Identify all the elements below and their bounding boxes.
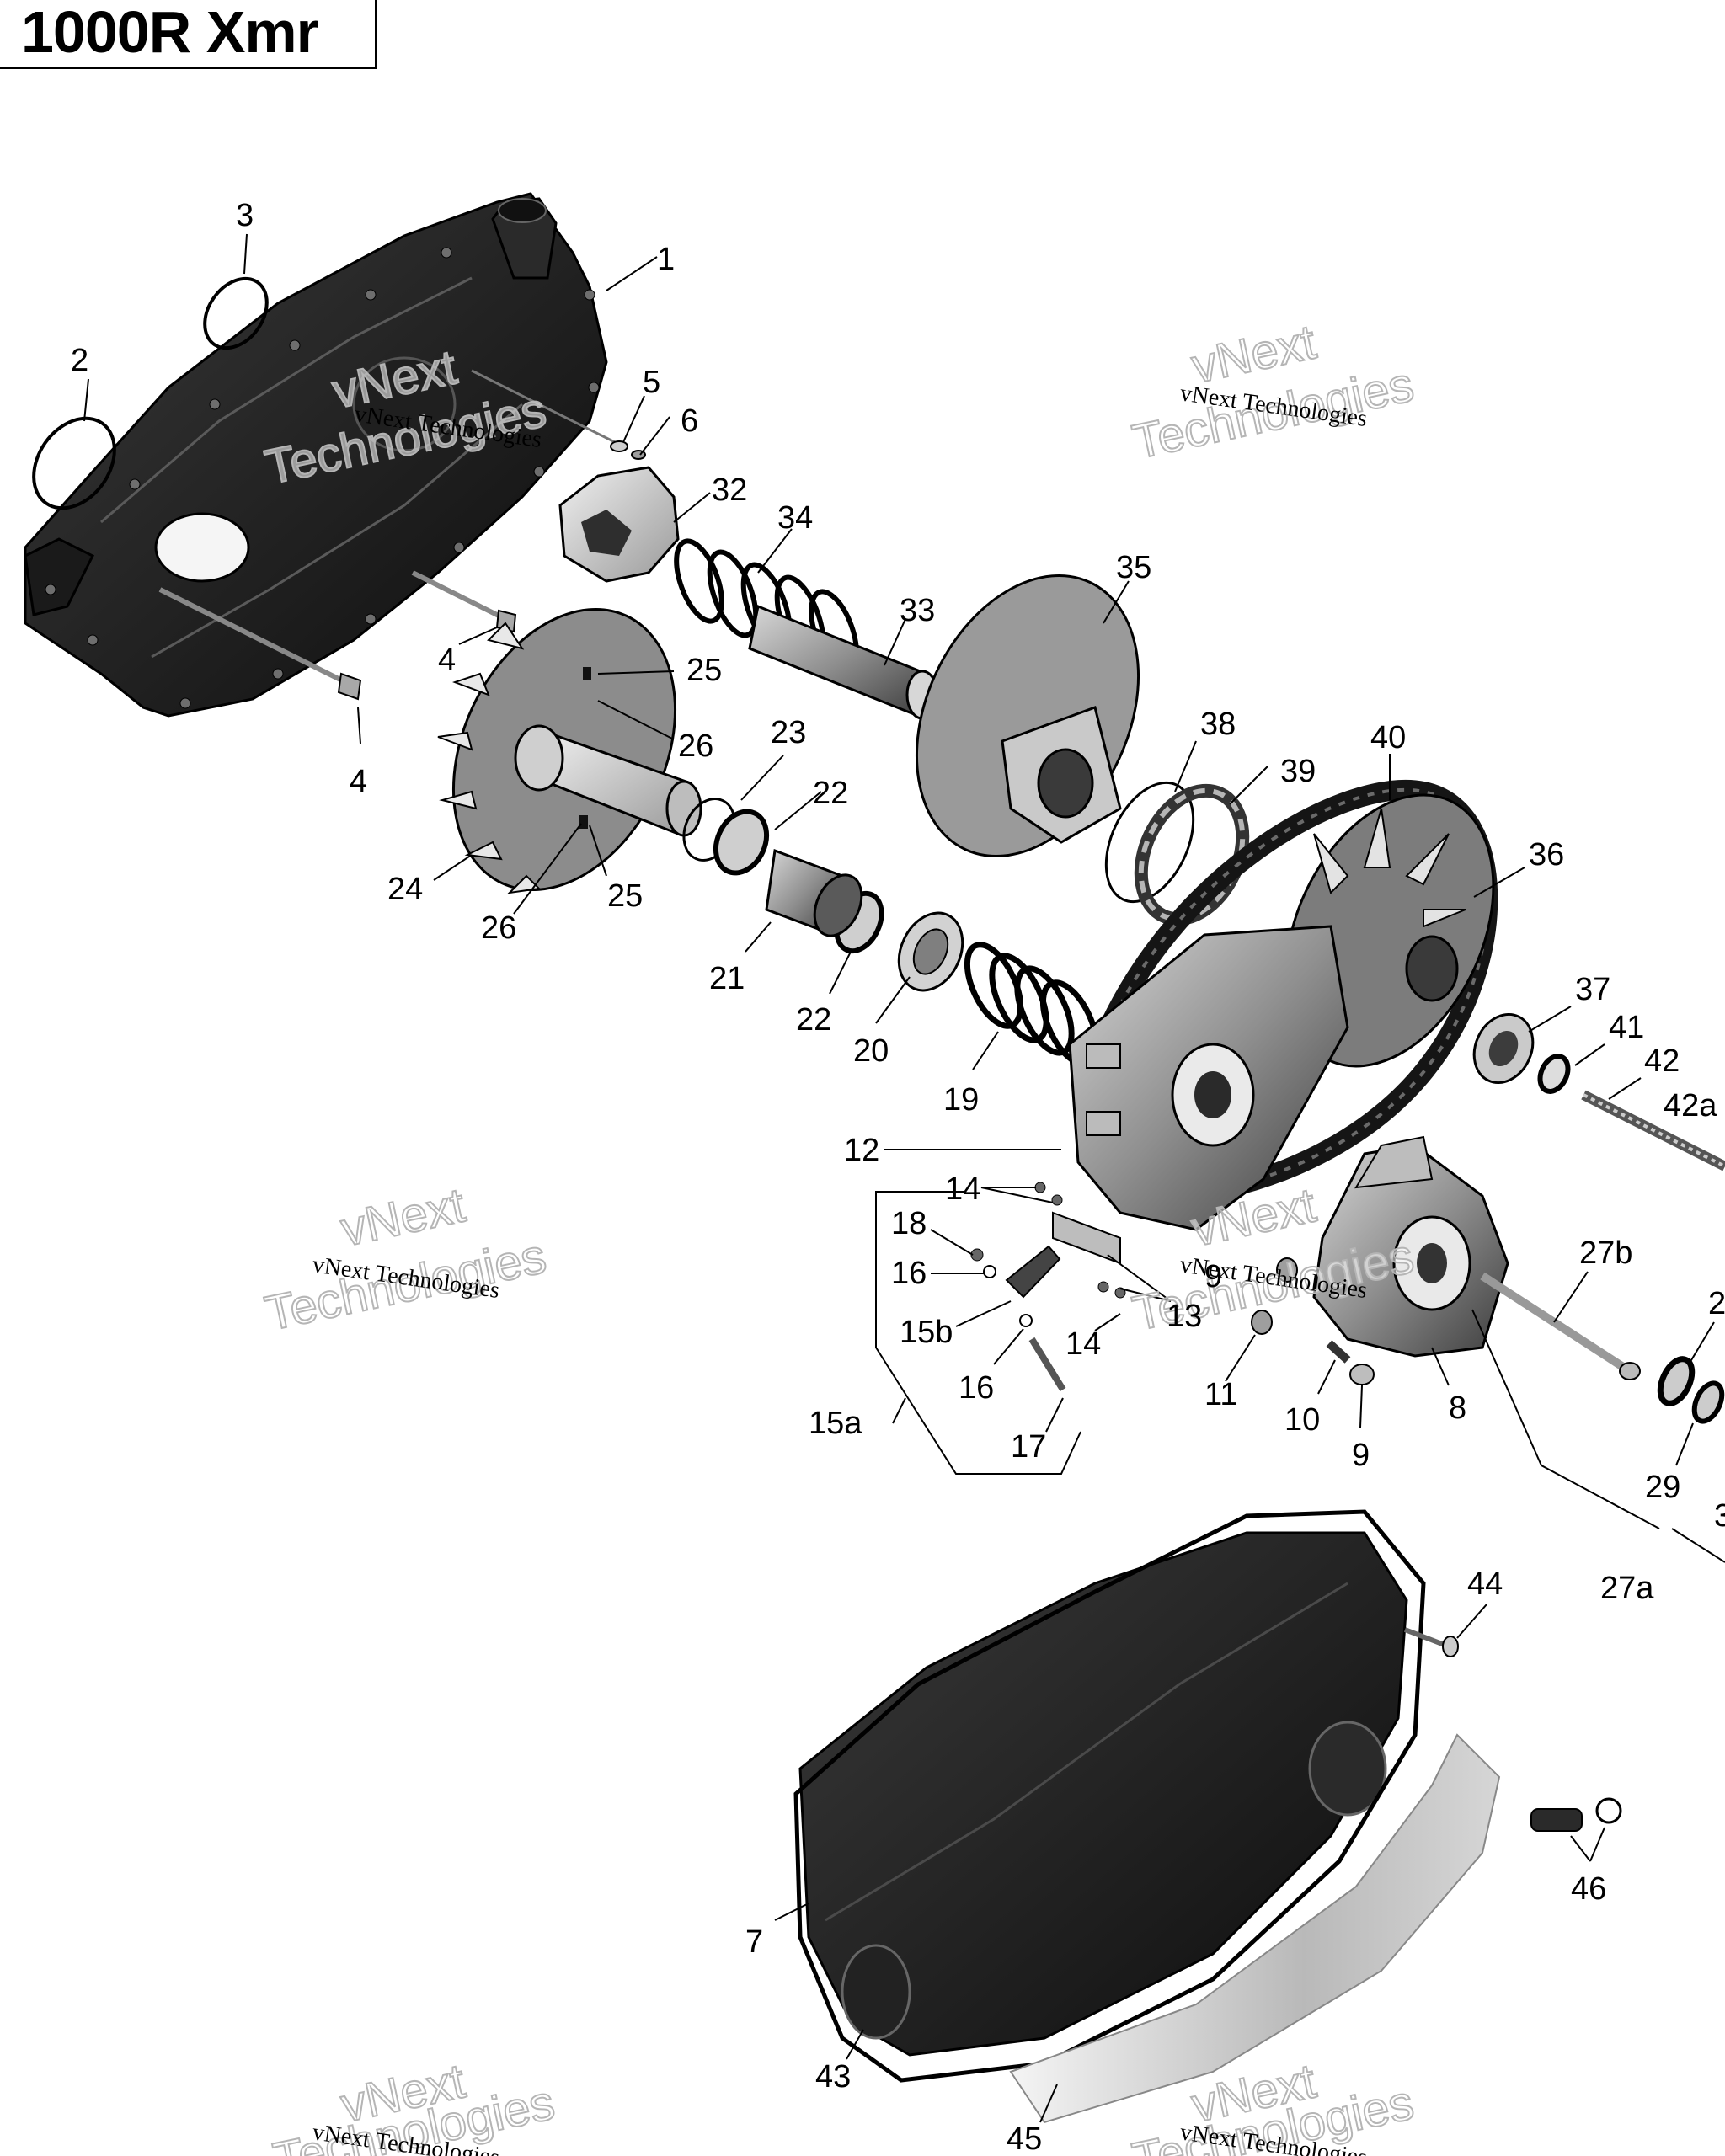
callout-40: 40 bbox=[1370, 720, 1406, 755]
drive-cover-part-1 bbox=[24, 192, 608, 718]
hose-clamp-part-46 bbox=[1530, 1797, 1622, 1832]
callout-22b: 22 bbox=[796, 1002, 831, 1038]
callout-25b: 25 bbox=[607, 878, 643, 914]
callout-42a: 42a bbox=[1664, 1088, 1717, 1123]
o-ring-part-2 bbox=[32, 416, 116, 510]
callout-27b: 27b bbox=[1579, 1235, 1632, 1271]
bolts-part-4 bbox=[158, 570, 517, 701]
leader-lines bbox=[83, 233, 1725, 2123]
callout-11: 11 bbox=[1204, 1377, 1237, 1412]
callout-24: 24 bbox=[387, 872, 423, 907]
callout-29: 29 bbox=[1645, 1470, 1680, 1505]
callout-10: 10 bbox=[1284, 1402, 1320, 1438]
callout-25a: 25 bbox=[686, 653, 722, 688]
diagram-title-box: 1000R Xmr bbox=[0, 0, 377, 69]
callout-36: 36 bbox=[1529, 837, 1564, 873]
watermark-line1: vNext bbox=[336, 1177, 470, 1257]
callout-2x: 2 bbox=[1708, 1286, 1725, 1321]
seal-part-45 bbox=[1009, 1733, 1501, 2124]
washer-part-22-a bbox=[713, 808, 770, 876]
callout-7: 7 bbox=[745, 1924, 763, 1960]
o-ring-part-3 bbox=[203, 276, 269, 350]
gasket-part-7 bbox=[793, 1509, 1426, 2083]
callout-23: 23 bbox=[771, 715, 806, 750]
bolt-part-27b bbox=[1480, 1272, 1641, 1380]
bolt-part-42 bbox=[1581, 1090, 1725, 1171]
callout-14b: 14 bbox=[1065, 1326, 1101, 1362]
callout-17: 17 bbox=[1011, 1429, 1046, 1465]
callout-19: 19 bbox=[943, 1082, 979, 1118]
callout-5: 5 bbox=[643, 365, 660, 400]
outer-cover-part-43 bbox=[798, 1531, 1408, 2057]
callout-15b: 15b bbox=[900, 1315, 953, 1350]
cap-part-32 bbox=[558, 466, 680, 583]
callout-39: 39 bbox=[1280, 754, 1316, 789]
bushing-part-21 bbox=[765, 848, 863, 937]
callout-26b: 26 bbox=[481, 910, 516, 946]
callout-3x: 3 bbox=[1714, 1498, 1725, 1534]
slider-part-9-b bbox=[1349, 1364, 1375, 1385]
fixed-sheave-part-24 bbox=[437, 607, 702, 894]
callout-45: 45 bbox=[1007, 2121, 1042, 2156]
callout-38: 38 bbox=[1200, 707, 1236, 742]
callout-labels: 1 2 3 4 4 5 6 32 34 33 35 25 26 23 22 24… bbox=[71, 198, 1725, 2156]
callout-27a: 27a bbox=[1600, 1571, 1654, 1606]
screw-part-44 bbox=[1403, 1627, 1459, 1657]
callout-22a: 22 bbox=[813, 776, 848, 811]
washer-part-29 bbox=[1691, 1380, 1725, 1424]
callout-13: 13 bbox=[1167, 1299, 1202, 1334]
callout-32: 32 bbox=[712, 472, 747, 508]
pin-part-11 bbox=[1251, 1310, 1273, 1335]
callout-14a: 14 bbox=[945, 1171, 980, 1207]
callout-16a: 16 bbox=[891, 1256, 927, 1291]
washer-part-41 bbox=[1537, 1054, 1571, 1094]
callout-4a: 4 bbox=[438, 643, 456, 678]
callout-20: 20 bbox=[853, 1033, 889, 1069]
shaft-part-33 bbox=[748, 604, 939, 720]
callout-2: 2 bbox=[71, 343, 88, 378]
callout-3: 3 bbox=[236, 198, 254, 233]
callout-16b: 16 bbox=[959, 1370, 994, 1406]
callout-44: 44 bbox=[1467, 1566, 1503, 1602]
clutch-spider-part-12 bbox=[1068, 925, 1349, 1231]
callout-15a: 15a bbox=[809, 1406, 862, 1441]
callout-33: 33 bbox=[900, 593, 935, 628]
washer-part-28 bbox=[1657, 1356, 1696, 1406]
callout-42: 42 bbox=[1644, 1043, 1680, 1079]
callout-21: 21 bbox=[709, 961, 745, 996]
diagram-title: 1000R Xmr bbox=[21, 0, 319, 65]
screw-part-10 bbox=[1326, 1340, 1351, 1364]
movable-sheave-part-35 bbox=[915, 574, 1140, 858]
slider-part-9-a bbox=[1276, 1257, 1298, 1283]
callout-9b: 9 bbox=[1352, 1438, 1370, 1473]
governor-part-8 bbox=[1312, 1135, 1509, 1358]
callout-35: 35 bbox=[1116, 550, 1151, 585]
callout-12: 12 bbox=[844, 1133, 879, 1168]
callout-26a: 26 bbox=[678, 728, 713, 764]
callout-1: 1 bbox=[657, 242, 675, 277]
callout-43: 43 bbox=[815, 2059, 851, 2095]
ramp-hardware-part-13-18 bbox=[970, 1182, 1126, 1392]
callout-4b: 4 bbox=[350, 764, 367, 799]
callout-46: 46 bbox=[1571, 1871, 1606, 1907]
callout-6: 6 bbox=[681, 403, 698, 439]
callout-37: 37 bbox=[1575, 972, 1610, 1007]
bearing-part-20 bbox=[897, 911, 964, 992]
callout-18: 18 bbox=[891, 1206, 927, 1241]
fasteners-part-5-6 bbox=[471, 369, 646, 460]
ring-part-38 bbox=[1104, 781, 1195, 904]
callout-8: 8 bbox=[1449, 1390, 1466, 1426]
callout-9a: 9 bbox=[1204, 1259, 1222, 1294]
bearing-part-37 bbox=[1472, 1012, 1535, 1085]
callout-34: 34 bbox=[777, 500, 813, 536]
callout-41: 41 bbox=[1609, 1010, 1644, 1045]
